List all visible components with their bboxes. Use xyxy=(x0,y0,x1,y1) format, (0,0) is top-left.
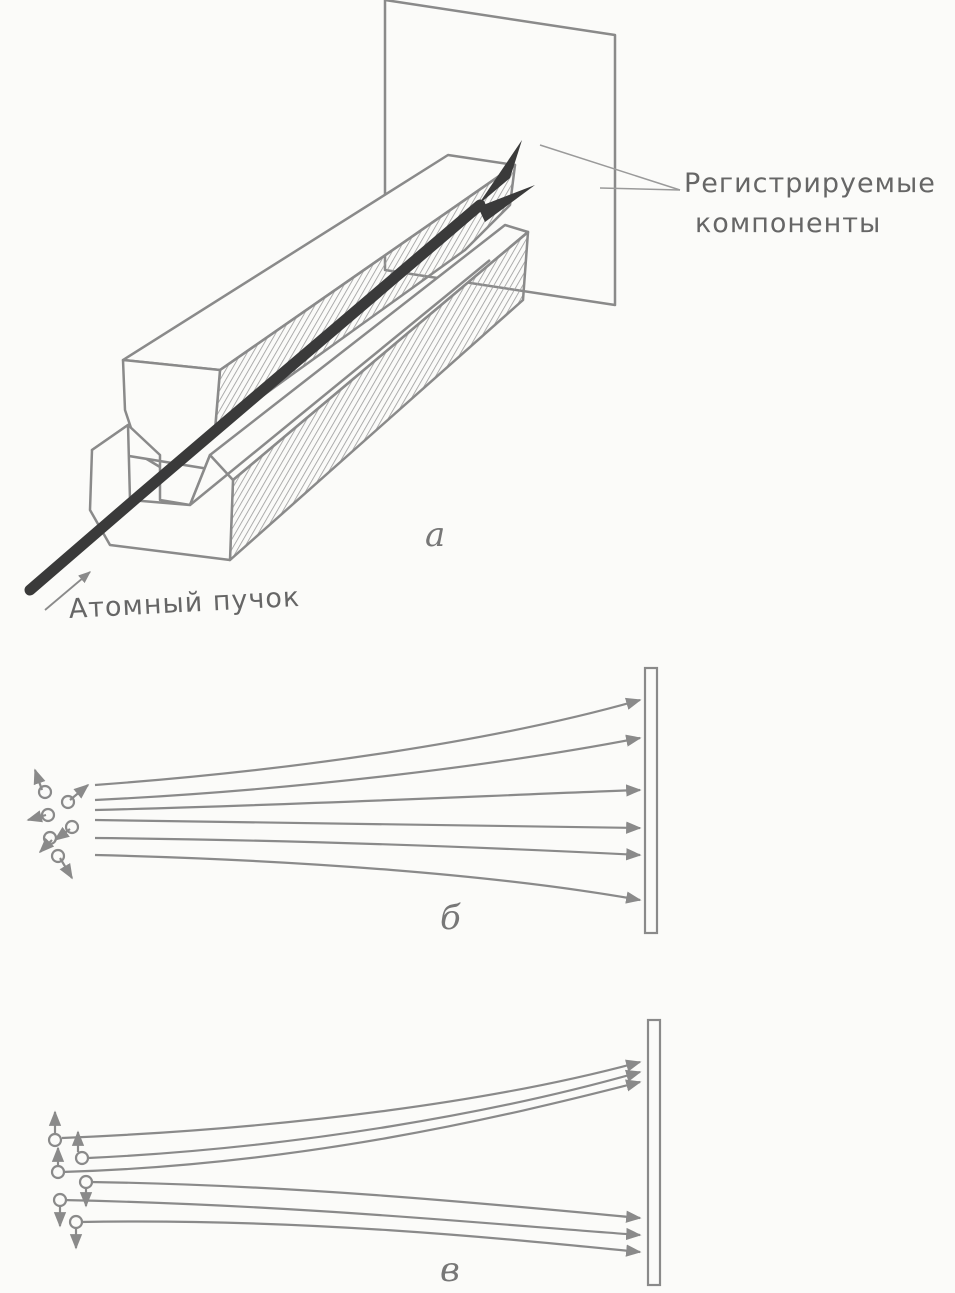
trajectory-v2 xyxy=(87,1069,642,1160)
atom-v1 xyxy=(47,1132,63,1148)
trajectory-b3 xyxy=(94,784,642,812)
trajectory-b6 xyxy=(94,853,642,904)
figure-v-label: в xyxy=(440,1250,460,1290)
figure-b xyxy=(26,666,659,935)
atom-v2 xyxy=(74,1150,90,1166)
annotation-leaders xyxy=(539,144,681,191)
trajectory-b4 xyxy=(94,818,642,834)
beam-upper-component xyxy=(478,140,522,205)
moment-b5 xyxy=(38,837,55,854)
moment-b4 xyxy=(53,826,71,841)
screen-b xyxy=(643,666,659,935)
moment-b1 xyxy=(33,768,46,791)
annotation-line-1: Регистрируемые xyxy=(684,168,936,199)
atom-v3 xyxy=(50,1164,66,1180)
groove-line xyxy=(189,259,491,506)
trajectory-b1 xyxy=(94,697,642,787)
moment-b2 xyxy=(69,784,90,801)
screen-v xyxy=(646,1018,662,1287)
moment-b6 xyxy=(59,857,73,880)
beam-direction-arrow xyxy=(44,571,91,611)
atom-v5 xyxy=(52,1192,68,1208)
figure-b-label: б xyxy=(440,898,461,938)
trajectory-v3 xyxy=(61,1079,642,1174)
annotation-line-2: компоненты xyxy=(695,208,882,239)
trajectory-b5 xyxy=(94,836,642,861)
beam-incoming xyxy=(24,199,486,596)
trajectory-v5 xyxy=(61,1198,642,1241)
atom-v4 xyxy=(78,1174,94,1190)
figure-a-label: а xyxy=(425,515,446,555)
atom-v6 xyxy=(68,1214,84,1230)
moment-b3 xyxy=(26,810,47,823)
figure-v xyxy=(47,1018,662,1287)
trajectory-v6 xyxy=(79,1220,642,1257)
trajectory-v1 xyxy=(61,1059,642,1140)
trajectory-b2 xyxy=(94,734,642,802)
trajectory-v4 xyxy=(89,1180,642,1223)
beam-lower-component xyxy=(478,185,535,222)
atoms-v xyxy=(47,1132,94,1230)
atomic-beam xyxy=(24,140,535,596)
